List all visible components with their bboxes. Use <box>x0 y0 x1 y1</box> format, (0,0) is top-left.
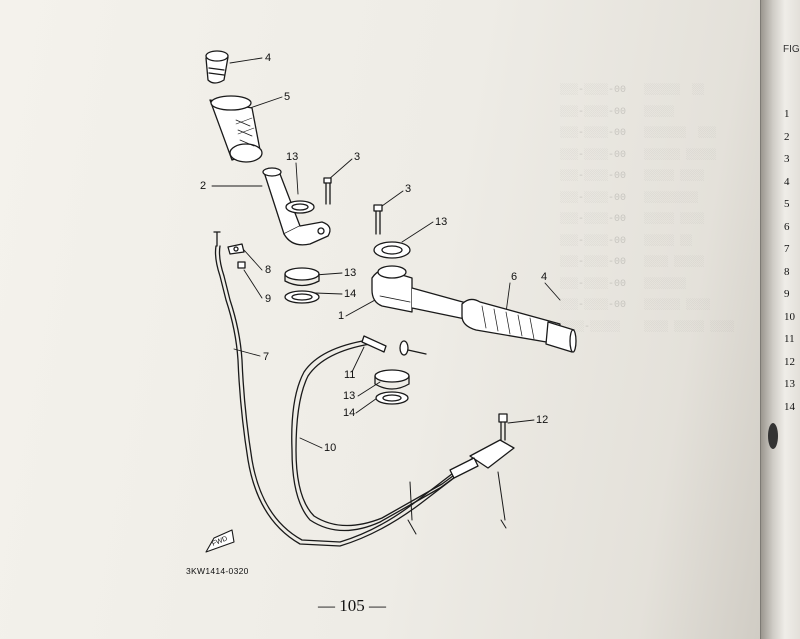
callout-13: 13 <box>286 151 299 163</box>
next-page-row-number: 3 <box>784 153 790 165</box>
callout-6: 6 <box>511 271 518 283</box>
leader-lines <box>211 57 561 449</box>
callout-11: 11 <box>344 369 356 381</box>
callout-7: 7 <box>263 351 270 363</box>
next-page-row-number: 1 <box>784 108 790 120</box>
callout-5: 5 <box>284 91 291 103</box>
callout-13: 13 <box>343 390 356 402</box>
clamp-screw <box>237 261 246 269</box>
next-page-edge <box>760 0 800 639</box>
next-page-row-number: 14 <box>784 400 795 413</box>
bolt-upper-left <box>323 177 332 205</box>
callout-14: 14 <box>343 407 356 419</box>
cable-right <box>291 339 507 535</box>
next-page-row-number: 7 <box>784 243 790 255</box>
callout-8: 8 <box>265 264 272 276</box>
page-number: — 105 — <box>318 596 386 615</box>
collar-upper-left <box>285 200 315 214</box>
next-page-row-number: 12 <box>784 355 795 368</box>
callout-12: 12 <box>536 414 549 426</box>
cable-adjuster <box>361 335 427 356</box>
grip-left <box>209 95 263 163</box>
next-page-row-numbers: 1 2 3 4 5 6 7 8 9 10 11 12 13 14 <box>784 108 800 423</box>
cable-left <box>213 231 481 547</box>
callout-10: 10 <box>324 442 337 454</box>
fwd-arrow-icon <box>205 529 235 553</box>
figure-code: 3KW1414-0320 <box>186 566 249 576</box>
callout-4: 4 <box>541 271 548 283</box>
next-page-row-number: 5 <box>784 198 790 210</box>
next-page-row-number: 10 <box>784 310 795 323</box>
next-page-row-number: 2 <box>784 130 790 143</box>
callout-3: 3 <box>405 183 412 195</box>
show-through-parts-list: ░░░-░░░░-00 ░░░░░░ ░░ ░░░-░░░░-00 ░░░░░ … <box>560 85 735 333</box>
collars-lower-left <box>284 267 320 304</box>
cable-clamp <box>227 243 245 255</box>
grip-end-cap-upper <box>205 50 229 84</box>
collars-lower-right <box>374 369 410 405</box>
collar-upper-right <box>373 241 411 259</box>
callout-13: 13 <box>435 216 448 228</box>
cable-bracket <box>449 413 515 479</box>
next-page-fig-header: FIG <box>783 44 800 55</box>
handlebar-right <box>371 265 471 321</box>
next-page-row-number: 9 <box>784 288 790 300</box>
bolt-upper-right <box>373 204 383 235</box>
callout-4: 4 <box>265 52 272 64</box>
handlebar-left <box>262 167 331 246</box>
binder-hole <box>768 423 778 449</box>
throttle-grip <box>461 298 561 345</box>
callout-14: 14 <box>344 288 357 300</box>
catalog-page <box>0 0 768 639</box>
callout-3: 3 <box>354 151 361 163</box>
callout-2: 2 <box>200 180 207 192</box>
next-page-row-number: 8 <box>784 265 790 278</box>
callout-9: 9 <box>265 293 272 305</box>
next-page-row-number: 6 <box>784 220 790 233</box>
next-page-row-number: 11 <box>784 333 795 345</box>
next-page-row-number: 4 <box>784 175 790 188</box>
grip-end-cap-right <box>545 321 577 353</box>
callout-13: 13 <box>344 267 357 279</box>
callout-1: 1 <box>338 310 345 322</box>
next-page-row-number: 13 <box>784 378 795 390</box>
